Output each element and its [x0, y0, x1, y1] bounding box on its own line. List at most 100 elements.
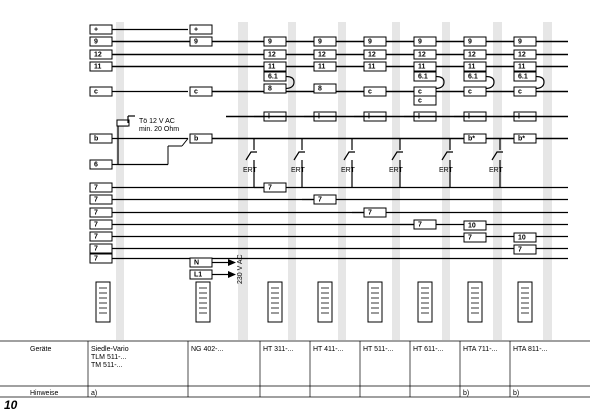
note-text: b) — [463, 390, 469, 397]
device-terminal-9 — [513, 36, 537, 47]
terminal-label: 9 — [194, 39, 198, 46]
device-terminal-c — [413, 95, 437, 106]
jumper-loop — [485, 75, 495, 90]
terminal-label: b — [194, 136, 198, 143]
ert-switch — [245, 151, 257, 161]
mains-label: 230 V AC — [237, 254, 244, 284]
terminal-11 — [89, 61, 113, 72]
device-terminal-9 — [263, 36, 287, 47]
ert-switch — [343, 151, 355, 161]
device-name: HT 311-... — [263, 346, 294, 353]
device-icon — [95, 281, 111, 323]
ert-switch — [391, 151, 403, 161]
note-text: b) — [513, 390, 519, 397]
table-row-label: Hinweise — [30, 390, 59, 397]
terminal-label: b — [94, 136, 98, 143]
device-icon — [417, 281, 433, 323]
terminal-label: 12 — [268, 52, 276, 59]
terminal-label: 6.1 — [468, 74, 478, 81]
column-shade — [493, 22, 502, 340]
column-shade — [338, 22, 346, 340]
device-name: NG 402-... — [191, 346, 223, 353]
column-shade — [288, 22, 296, 340]
terminal-label: 11 — [468, 64, 476, 71]
device-terminal-b* — [513, 133, 537, 144]
ert-switch — [491, 151, 503, 161]
terminal-label: 9 — [468, 39, 472, 46]
terminal-label: 11 — [268, 64, 276, 71]
device-terminal-12 — [463, 49, 487, 60]
terminal-label: 12 — [418, 52, 426, 59]
jumper-loop — [535, 75, 545, 90]
terminal-12 — [89, 49, 113, 60]
column-shade — [442, 22, 450, 340]
table-row-label: Geräte — [30, 346, 52, 353]
terminal-label: c — [418, 98, 422, 105]
device-terminal-c — [463, 86, 487, 97]
tö-label: min. 20 Ohm — [139, 126, 179, 133]
terminal-label: c — [368, 89, 372, 96]
device-name: HTA 711-... — [463, 346, 497, 353]
ert-label: ERT — [341, 167, 356, 174]
terminal-label: 8 — [318, 86, 322, 93]
device-terminal-11 — [363, 61, 387, 72]
device-terminal-9 — [463, 36, 487, 47]
device-name: TM 511-... — [91, 362, 122, 369]
device-name: HT 611-... — [413, 346, 444, 353]
device-terminal-12 — [363, 49, 387, 60]
device-icon — [317, 281, 333, 323]
device-terminal-11 — [513, 61, 537, 72]
column-shade — [238, 22, 248, 340]
terminal-label: 12 — [318, 52, 326, 59]
terminal-label: 7 — [94, 197, 98, 204]
ert-label: ERT — [489, 167, 504, 174]
terminal-label: 8 — [268, 86, 272, 93]
terminal-label: 7 — [418, 222, 422, 229]
terminal-label: 7 — [468, 235, 472, 242]
terminal-label: 7 — [518, 247, 522, 254]
device-terminal-12 — [313, 49, 337, 60]
device-terminal-c — [513, 86, 537, 97]
device-terminal-11 — [463, 61, 487, 72]
terminal-label: + — [194, 27, 198, 34]
column-shade — [543, 22, 552, 340]
ert-switch — [293, 151, 305, 161]
terminal-label: 7 — [368, 210, 372, 217]
terminal-label: 7 — [318, 197, 322, 204]
device-name: Siedle-Vario — [91, 346, 129, 353]
device-name: TLM 511-... — [91, 354, 126, 361]
terminal-label: 9 — [268, 39, 272, 46]
terminal-label: 9 — [368, 39, 372, 46]
arrow-icon — [228, 259, 236, 266]
device-icon — [195, 281, 211, 323]
column-shade — [116, 22, 124, 340]
device-terminal-9 — [363, 36, 387, 47]
door-opener-icon — [116, 119, 130, 127]
device-terminal-11 — [413, 61, 437, 72]
device-terminal-c — [363, 86, 387, 97]
terminal-label: 7 — [94, 185, 98, 192]
terminal-label: 9 — [418, 39, 422, 46]
device-terminal-b* — [463, 133, 487, 144]
terminal-label: 11 — [94, 64, 102, 71]
ert-label: ERT — [389, 167, 404, 174]
terminal-label: 11 — [368, 64, 376, 71]
device-terminal-9 — [413, 36, 437, 47]
terminal-label: 6 — [94, 162, 98, 169]
terminal-label: 7 — [94, 210, 98, 217]
terminal-label: c — [94, 89, 98, 96]
ert-switch — [441, 151, 453, 161]
ng-terminal-+ — [189, 24, 213, 35]
terminal-label: 12 — [368, 52, 376, 59]
tö-label: Tö 12 V AC — [139, 118, 175, 125]
terminal-b — [89, 133, 113, 144]
ert-label: ERT — [291, 167, 306, 174]
device-terminal-11 — [263, 61, 287, 72]
terminal-label: c — [518, 89, 522, 96]
terminal-label: 9 — [518, 39, 522, 46]
terminal-6 — [89, 159, 113, 170]
device-terminal-11 — [313, 61, 337, 72]
ert-label: ERT — [439, 167, 454, 174]
terminal-label: b* — [518, 136, 525, 143]
